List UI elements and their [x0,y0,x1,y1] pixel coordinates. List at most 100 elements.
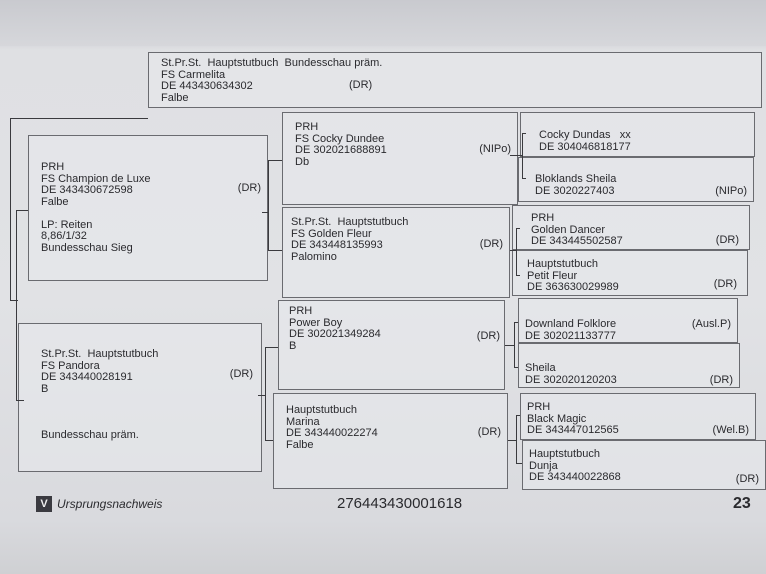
ancestor-line: Power Boy [289,316,343,329]
ancestor-line: DE 443430634302 [161,80,253,92]
bracket-line [514,322,515,367]
ancestor-line: Sheila [525,362,556,374]
ancestor-line [41,208,267,220]
photo-background-band [0,0,766,46]
ancestor-line: DE 343445502587 [531,235,623,247]
ancestor-line: DE 343448135993 [291,239,383,251]
ancestor-line: PRH [295,121,319,133]
ancestor-line: Falbe [161,91,189,104]
registry-tag: (DR) [479,238,503,250]
registry-tag: (DR) [349,79,373,91]
ancestor-line: FS Cocky Dundee [295,132,385,145]
bracket-line [16,210,17,400]
ancestor-line: FS Pandora [41,359,100,372]
ancestor-line: St.Pr.St. Hauptstutbuch Bundesschau präm… [161,57,383,69]
registry-tag: (DR) [476,330,500,342]
registry-tag: (DR) [709,374,733,386]
document-number: 276443430001618 [337,495,463,512]
bracket-line [510,155,522,156]
ancestor-line: PRH [527,401,551,413]
bracket-line [268,160,282,161]
ancestor-line: PRH [531,212,555,224]
ancestor-line: B [41,382,49,395]
bracket-line [16,400,24,401]
subject-horse-card[interactable]: St.Pr.St. Hauptstutbuch Bundesschau präm… [148,52,762,108]
ancestor-line: Bloklands Sheila [535,173,617,185]
ancestor-line [41,395,261,407]
ancestor-line [41,407,261,419]
ancestor-line: DE 304046818177 [539,140,631,153]
bracket-line [265,347,278,348]
registry-tag: (NIPo) [479,143,511,155]
bracket-line [505,345,514,346]
section-badge: V [36,496,52,512]
bracket-line [516,275,520,276]
ancestor-line: DE 343430672598 [41,184,133,196]
ancestor-line: Golden Dancer [531,223,605,236]
ancestor-line: DE 343440022274 [286,427,378,439]
registry-tag: (Ausl.P) [691,318,731,330]
ancestor-line: Petit Fleur [527,269,578,282]
ancestor-line: Hauptstutbuch [286,404,357,416]
bracket-line [10,300,18,301]
ancestor-line: St.Pr.St. Hauptstutbuch [291,216,409,228]
bracket-line [516,228,517,275]
bracket-line [10,118,11,300]
registry-tag: (DR) [713,278,737,290]
ancestor-line: DE 343440028191 [41,371,133,383]
ancestor-line: PRH [289,305,313,317]
ancestor-line: DE 302020120203 [525,373,617,386]
bracket-line [268,160,269,250]
ancestor-line: DE 302021349284 [289,328,381,340]
ancestor-line: DE 302021133777 [525,329,616,342]
ancestor-line: FS Champion de Luxe [41,172,151,185]
bracket-line [258,395,265,396]
bracket-line [265,440,273,441]
bracket-line [522,133,523,178]
bracket-line [265,347,266,440]
ancestor-line: FS Golden Fleur [291,227,372,240]
bracket-line [510,250,516,251]
bracket-line [516,415,517,463]
ancestor-line: DE 302021688891 [295,144,387,156]
bracket-line [522,178,526,179]
registry-tag: (DR) [715,234,739,246]
registry-tag: (DR) [735,473,759,485]
ancestor-line: 8,86/1/32 [41,230,87,242]
bracket-line [516,415,520,416]
bracket-line [514,322,518,323]
bracket-line [262,212,268,213]
bracket-line [516,228,520,229]
bracket-line [268,250,282,251]
registry-tag: (DR) [229,368,253,380]
bracket-line [16,210,28,211]
section-label: Ursprungsnachweis [57,497,163,511]
page-number: 23 [733,495,751,512]
ancestor-line: Dunja [529,459,558,472]
ancestor-line: LP: Reiten [41,218,93,231]
bracket-line [522,133,526,134]
bracket-line [10,118,148,119]
ancestor-line: FS Carmelita [161,68,226,81]
ancestor-line: Db [295,155,310,168]
ancestor-line: DE 343440022868 [529,471,621,483]
ancestor-line: DE 343447012565 [527,424,619,436]
ancestor-line: B [289,339,297,352]
ancestor-line: DE 363630029989 [527,281,619,293]
ancestor-line: St.Pr.St. Hauptstutbuch [41,348,159,360]
ancestor-line: Bundesschau präm. [41,428,139,441]
